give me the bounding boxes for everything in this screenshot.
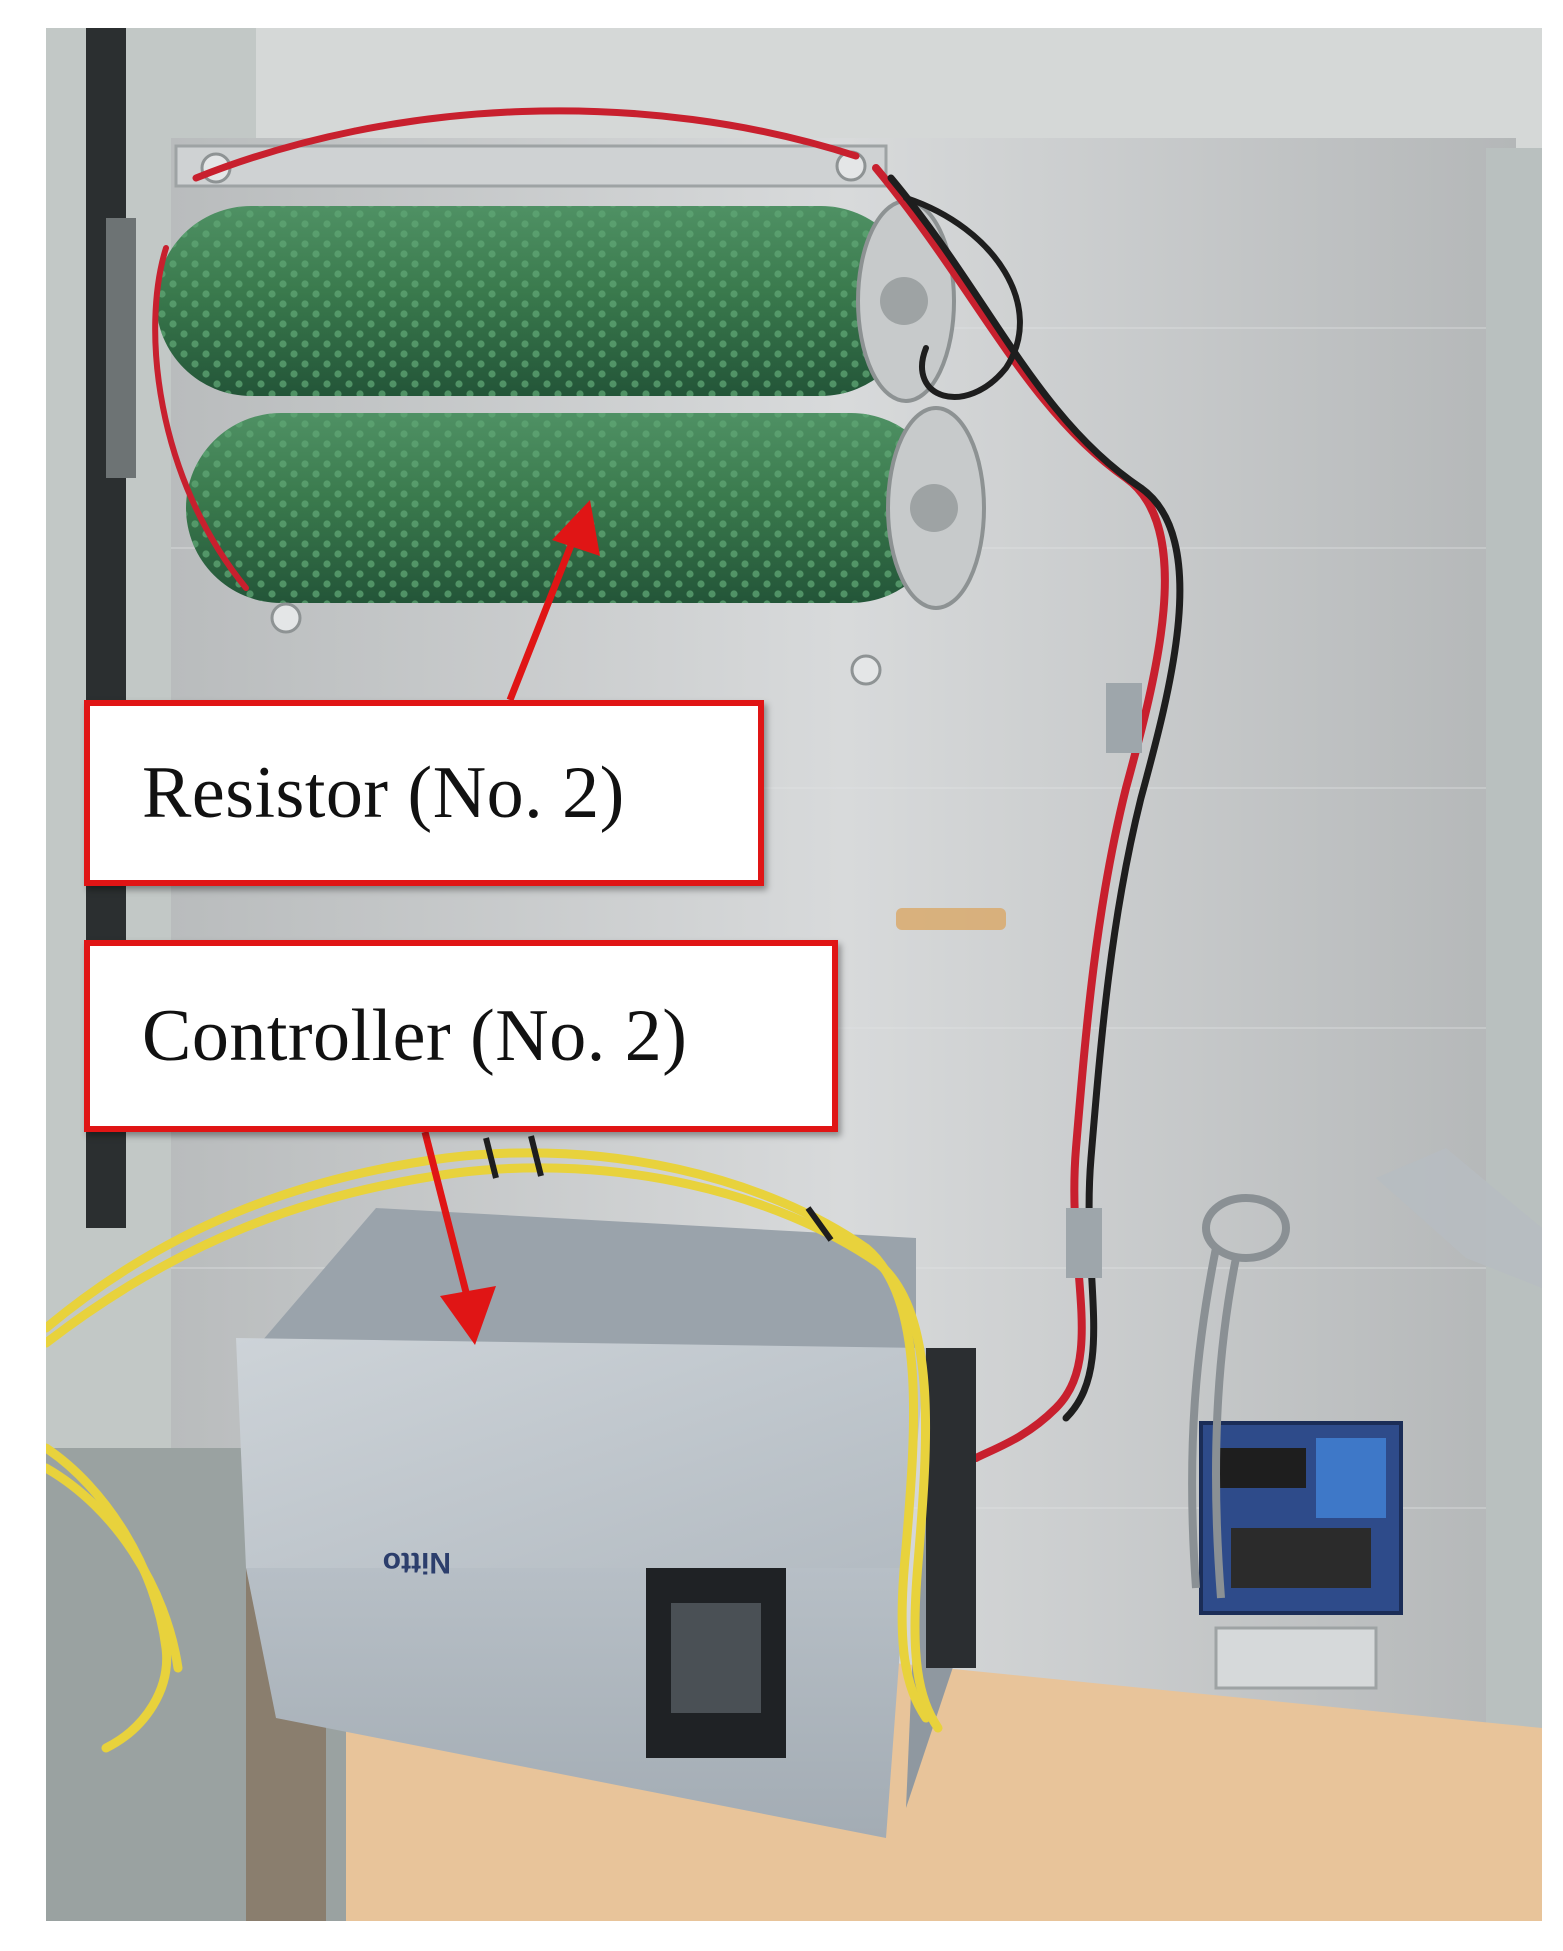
resistor-label: Resistor (No. 2) [142,751,625,834]
resistor-upper [156,199,956,403]
blue-relay-board [1199,1421,1403,1690]
panel-sticker [896,908,1006,930]
door-hinge [106,218,136,478]
controller-label: Controller (No. 2) [142,994,688,1077]
controller-label-callout: Controller (No. 2) [84,940,838,1132]
tape-strip [1376,1148,1542,1288]
resistor-screw-bottom-right [850,654,882,686]
gray-cable-coil [1188,1194,1290,1599]
arrow-to-resistor [506,500,600,702]
resistor-label-callout: Resistor (No. 2) [84,700,764,886]
power-wires [152,107,1184,1462]
arrow-to-controller [421,1131,496,1345]
signal-wires [46,1148,943,1753]
cabinet-right-frame [1486,148,1542,1921]
resistor-screw-bottom-left [270,602,302,634]
cable-clip-upper [1106,683,1142,753]
cable-ties [483,1135,834,1242]
resistor-bracket [174,144,888,188]
cabinet-top-wall [256,28,1542,148]
resistor-lower [186,406,986,610]
box-marking-text: Nitto [383,1546,451,1579]
cable-clip-lower [1066,1208,1102,1278]
